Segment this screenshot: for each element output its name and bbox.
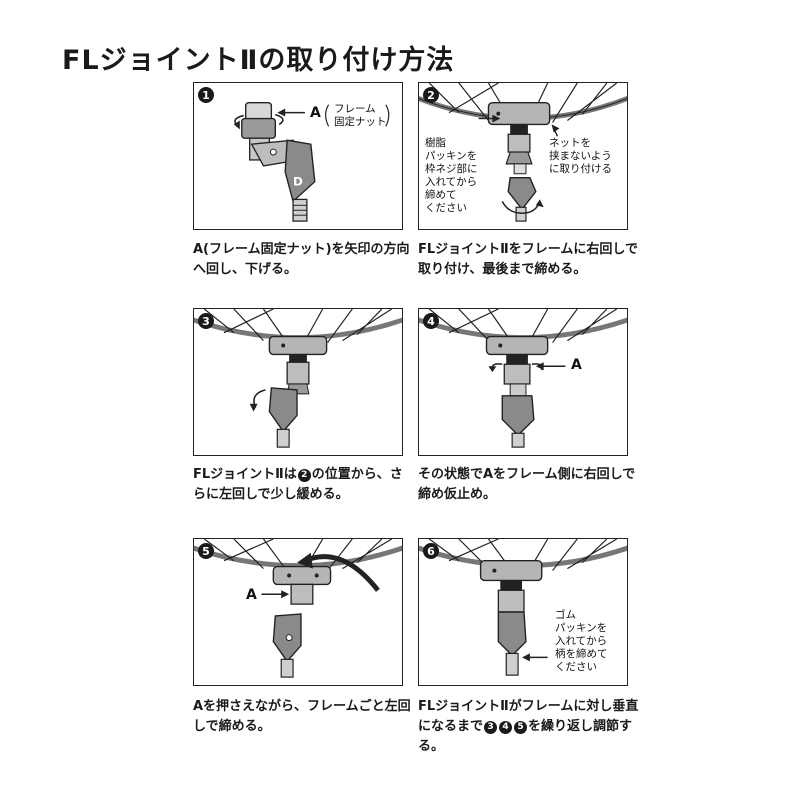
step-4-illustration: 4 A: [418, 308, 628, 456]
svg-text:D: D: [293, 175, 303, 189]
step-5-label-a: A: [246, 587, 257, 603]
step-5-badge: 5: [198, 543, 214, 559]
step-2-label-packing: 樹脂 パッキンを 枠ネジ部に 入れてから 締めて ください: [425, 137, 478, 215]
step-6-label-packing: ゴム パッキンを 入れてから 柄を締めて ください: [555, 609, 608, 674]
step-5-diagram: [194, 539, 402, 685]
step-4-badge: 4: [423, 313, 439, 329]
step-4-label-a: A: [571, 357, 582, 373]
step-1-label-nut: フレーム 固定ナット: [334, 103, 387, 129]
step-6-badge: 6: [423, 543, 439, 559]
step-2-illustration: 2 樹脂 パッキンを 枠ネジ部に 入れてから 締めて ください ネットを 挟まな…: [418, 82, 628, 230]
step-3-diagram: [194, 309, 402, 455]
step-2-label-net: ネットを 挟まないよう に取り付ける: [549, 137, 612, 176]
step-ref-badge: 2: [298, 469, 311, 482]
step-ref-badge: 5: [514, 721, 527, 734]
step-1-label-a: A: [310, 105, 321, 121]
step-1-illustration: D 1 A フレーム 固定ナット: [193, 82, 403, 230]
step-ref-badge: 3: [484, 721, 497, 734]
step-2-caption: FLジョイントⅡをフレームに右回しで取り付け、最後まで締める。: [418, 240, 640, 280]
step-ref-badge: 4: [499, 721, 512, 734]
step-5-illustration: 5 A: [193, 538, 403, 686]
step-4-diagram: [419, 309, 627, 455]
step-2-badge: 2: [423, 87, 439, 103]
step-3-illustration: 3: [193, 308, 403, 456]
step-1-badge: 1: [198, 87, 214, 103]
step-1-caption: A(フレーム固定ナット)を矢印の方向へ回し、下げる。: [193, 240, 415, 280]
step-4-caption: その状態でAをフレーム側に右回しで締め仮止め。: [418, 465, 640, 505]
step-3-badge: 3: [198, 313, 214, 329]
step-6-illustration: 6 ゴム パッキンを 入れてから 柄を締めて ください: [418, 538, 628, 686]
step-5-caption: Aを押さえながら、フレームごと左回しで締める。: [193, 697, 415, 737]
page-title: FLジョイントⅡの取り付け方法: [62, 38, 454, 77]
step-3-caption-before: FLジョイントⅡは: [193, 467, 297, 482]
